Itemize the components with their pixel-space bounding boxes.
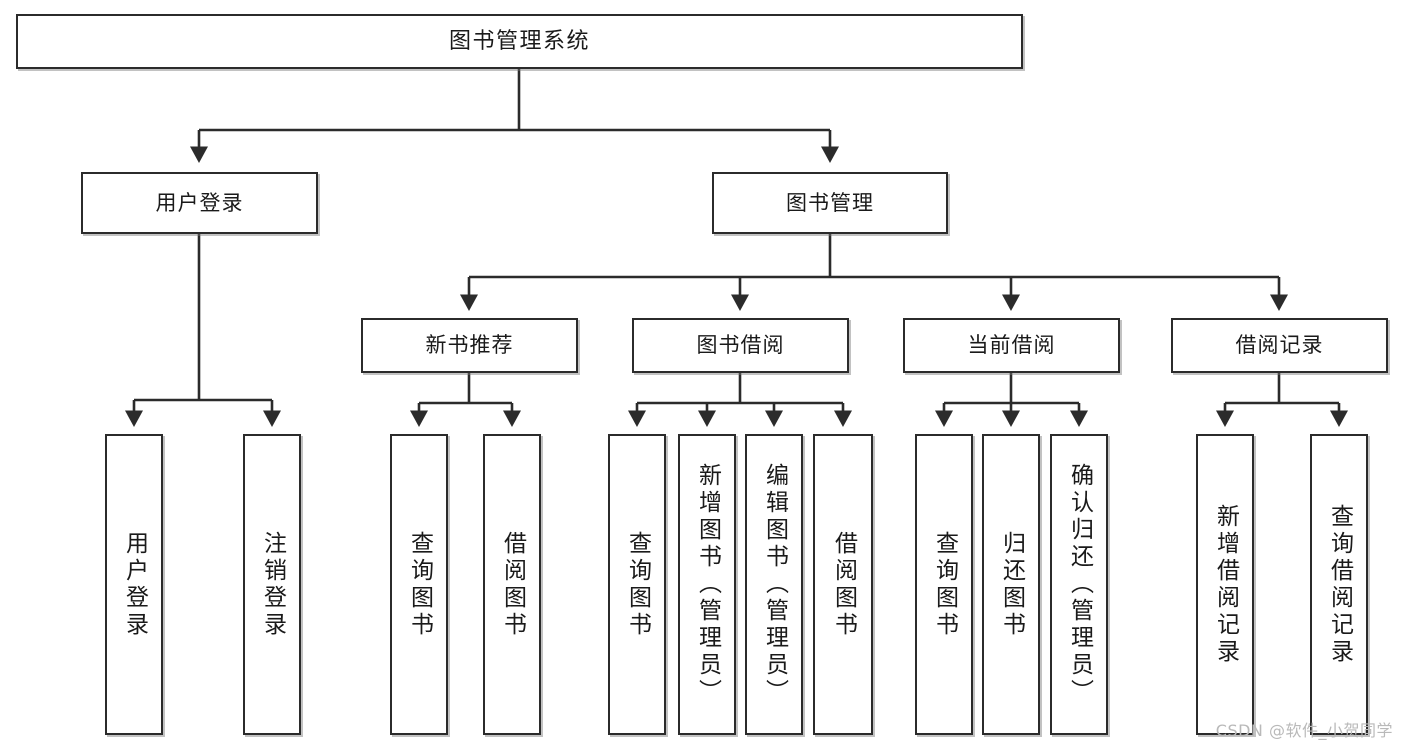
node-leaf-add-borrow-record[interactable]: 新增借阅记录 — [1196, 434, 1254, 735]
node-leaf-edit-book-admin[interactable]: 编辑图书（管理员） — [745, 434, 803, 735]
node-leaf-query-book-3[interactable]: 查询图书 — [915, 434, 973, 735]
node-leaf-add-book-admin[interactable]: 新增图书（管理员） — [678, 434, 736, 735]
node-leaf-query-book-2-label: 查询图书 — [624, 530, 651, 639]
node-book-management[interactable]: 图书管理 — [712, 172, 948, 234]
node-leaf-add-borrow-record-label: 新增借阅记录 — [1212, 503, 1239, 666]
node-leaf-borrow-book-2-label: 借阅图书 — [830, 530, 857, 639]
node-borrow-record-label: 借阅记录 — [1235, 333, 1324, 358]
node-root-label: 图书管理系统 — [448, 28, 590, 54]
node-leaf-logout-login-label: 注销登录 — [259, 530, 286, 639]
node-leaf-borrow-book-1-label: 借阅图书 — [499, 530, 526, 639]
watermark: CSDN @软件_小贺同学 — [1215, 721, 1393, 740]
node-leaf-borrow-book-2[interactable]: 借阅图书 — [813, 434, 873, 735]
node-leaf-user-login[interactable]: 用户登录 — [105, 434, 163, 735]
node-leaf-query-book-1[interactable]: 查询图书 — [390, 434, 448, 735]
node-leaf-borrow-book-1[interactable]: 借阅图书 — [483, 434, 541, 735]
node-leaf-confirm-return-admin[interactable]: 确认归还（管理员） — [1050, 434, 1108, 735]
node-book-management-label: 图书管理 — [786, 190, 874, 215]
node-current-borrow[interactable]: 当前借阅 — [903, 318, 1120, 373]
node-leaf-query-borrow-record[interactable]: 查询借阅记录 — [1310, 434, 1368, 735]
node-new-book-recommend[interactable]: 新书推荐 — [361, 318, 578, 373]
node-borrow-record[interactable]: 借阅记录 — [1171, 318, 1388, 373]
node-root[interactable]: 图书管理系统 — [16, 14, 1023, 69]
node-new-book-recommend-label: 新书推荐 — [425, 333, 514, 358]
node-user-login[interactable]: 用户登录 — [81, 172, 318, 234]
node-leaf-user-login-label: 用户登录 — [121, 530, 148, 639]
node-leaf-query-book-1-label: 查询图书 — [406, 530, 433, 639]
node-leaf-return-book-label: 归还图书 — [998, 530, 1025, 639]
node-leaf-query-book-3-label: 查询图书 — [931, 530, 958, 639]
node-leaf-confirm-return-admin-label: 确认归还（管理员） — [1066, 463, 1093, 706]
node-leaf-return-book[interactable]: 归还图书 — [982, 434, 1040, 735]
node-leaf-edit-book-admin-label: 编辑图书（管理员） — [761, 463, 788, 706]
node-book-borrow[interactable]: 图书借阅 — [632, 318, 849, 373]
node-current-borrow-label: 当前借阅 — [967, 333, 1056, 358]
node-user-login-label: 用户登录 — [155, 190, 244, 215]
node-leaf-logout-login[interactable]: 注销登录 — [243, 434, 301, 735]
node-book-borrow-label: 图书借阅 — [696, 333, 785, 358]
node-leaf-add-book-admin-label: 新增图书（管理员） — [694, 463, 721, 706]
node-leaf-query-book-2[interactable]: 查询图书 — [608, 434, 666, 735]
node-leaf-query-borrow-record-label: 查询借阅记录 — [1326, 503, 1353, 666]
